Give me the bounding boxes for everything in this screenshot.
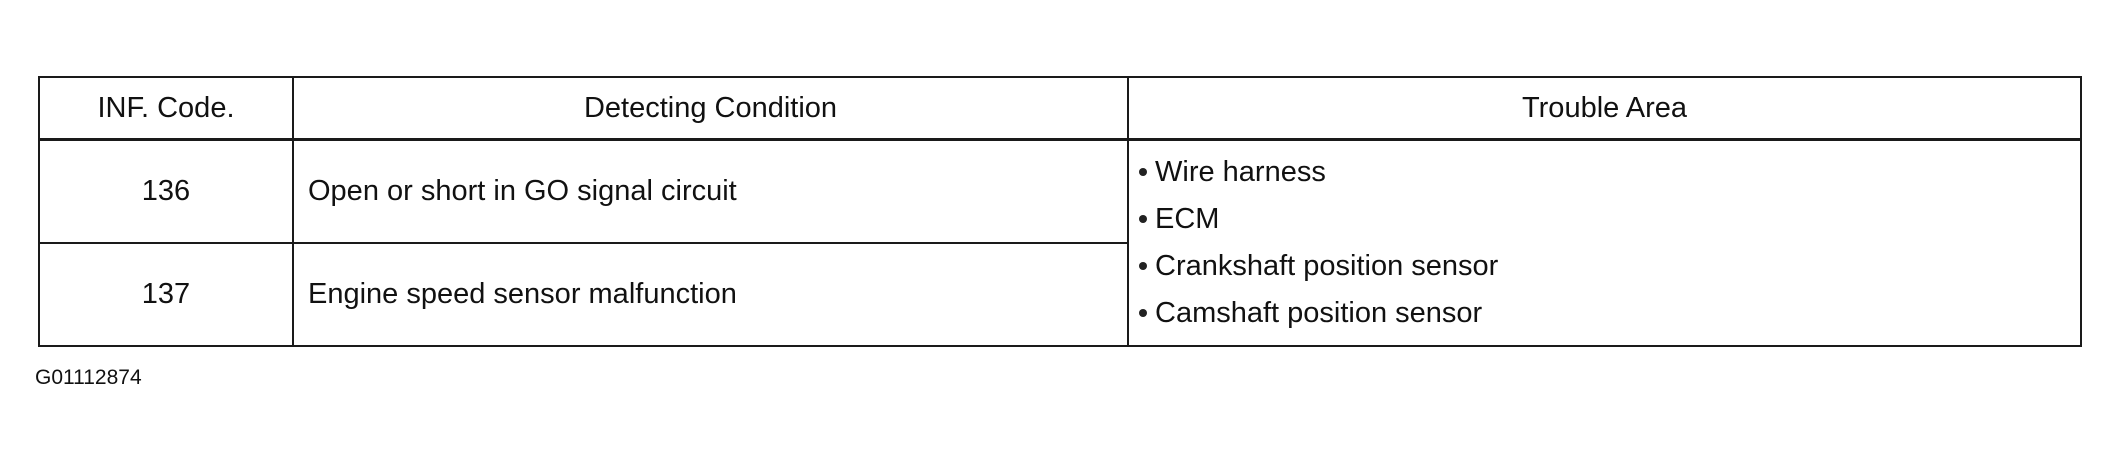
inf-code-cell: 137	[38, 241, 294, 347]
list-item: Wire harness	[1139, 149, 2066, 196]
detecting-condition-cell: Engine speed sensor malfunction	[292, 241, 1129, 347]
bullet-icon	[1139, 215, 1147, 224]
trouble-area-label: Wire harness	[1155, 155, 1326, 188]
table-header-row: INF. Code. Detecting Condition Trouble A…	[38, 76, 2082, 141]
table-row: 137 Engine speed sensor malfunction	[38, 241, 2081, 347]
header-inf-code: INF. Code.	[38, 76, 294, 141]
trouble-area-cell: Wire harness ECM Crankshaft position sen…	[1127, 138, 2082, 347]
header-detecting-condition: Detecting Condition	[292, 76, 1129, 141]
trouble-area-label: ECM	[1155, 202, 1220, 235]
figure-id: G01112874	[35, 366, 142, 389]
trouble-area-label: Camshaft position sensor	[1155, 296, 1483, 329]
list-item: Crankshaft position sensor	[1139, 243, 2066, 290]
list-item: Camshaft position sensor	[1139, 290, 2066, 337]
bullet-icon	[1139, 168, 1147, 177]
list-item: ECM	[1139, 196, 2066, 243]
trouble-area-list: Wire harness ECM Crankshaft position sen…	[1139, 149, 2066, 337]
bullet-icon	[1139, 309, 1147, 318]
inf-code-cell: 136	[38, 138, 294, 244]
header-trouble-area: Trouble Area	[1127, 76, 2082, 141]
trouble-area-label: Crankshaft position sensor	[1155, 249, 1499, 282]
bullet-icon	[1139, 262, 1147, 271]
detecting-condition-cell: Open or short in GO signal circuit	[292, 138, 1129, 244]
diagnostic-table: INF. Code. Detecting Condition Trouble A…	[38, 76, 2082, 347]
table-row: 136 Open or short in GO signal circuit W…	[38, 138, 2082, 347]
